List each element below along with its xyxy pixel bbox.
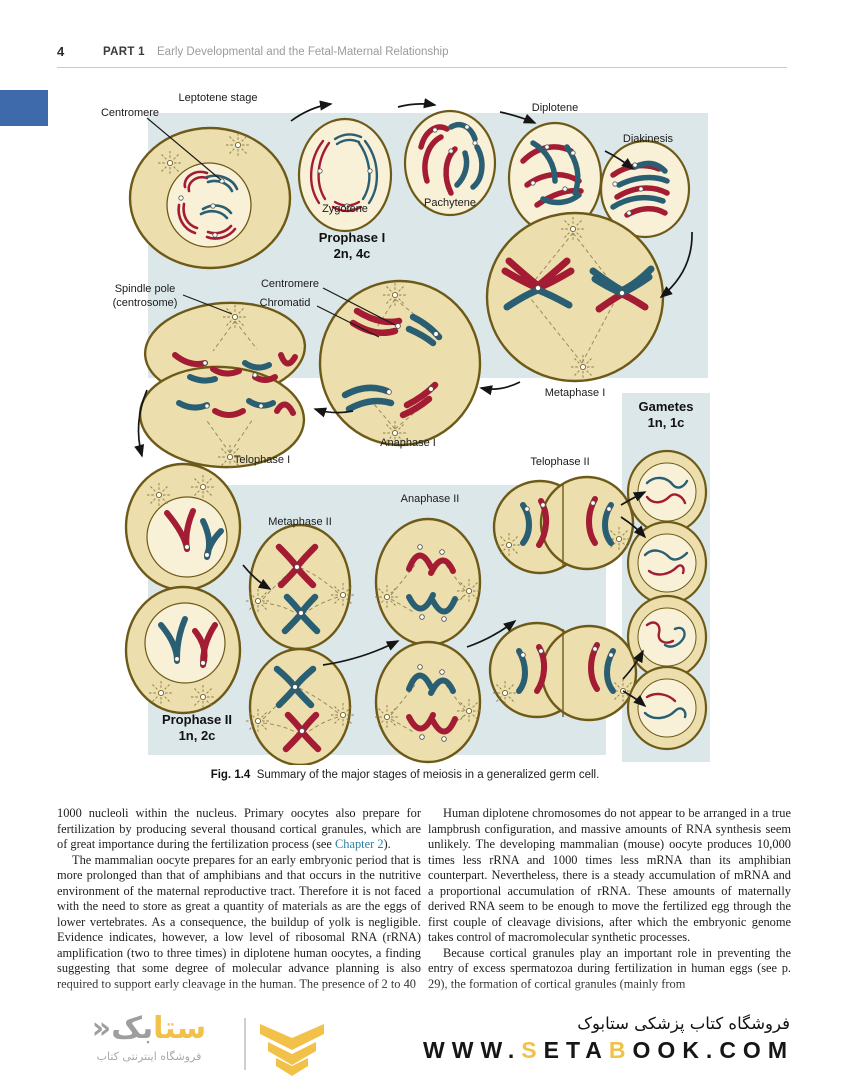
label-pachytene: Pachytene: [424, 197, 476, 209]
cell-pachytene: [403, 109, 497, 217]
chapter-2-crossref-link[interactable]: Chapter 2: [335, 837, 384, 851]
label-prophase-1: Prophase I: [319, 230, 385, 245]
label-prophase-2-ploidy: 1n, 2c: [179, 728, 216, 743]
stage-flow-arrows: [134, 98, 693, 708]
page-number: 4: [57, 44, 65, 59]
label-zygotene: Zygotene: [322, 203, 368, 215]
label-spindle-pole: Spindle pole: [115, 283, 176, 295]
label-prophase-1-ploidy: 2n, 4c: [334, 246, 371, 261]
setabook-chevron-icon: [260, 1024, 324, 1076]
url-accent-b: B: [608, 1037, 633, 1063]
label-centromere-mid: Centromere: [261, 278, 319, 290]
url-part: WWW.: [423, 1037, 522, 1063]
setabook-wordmark: ستابک«: [60, 1012, 238, 1046]
label-prophase-2: Prophase II: [162, 712, 232, 727]
part-label: PART 1: [103, 46, 145, 58]
paragraph-text: 1000 nucleoli within the nucleus. Primar…: [57, 806, 421, 851]
cell-metaphase-1: [485, 211, 665, 383]
figure-caption: Fig. 1.4 Summary of the major stages of …: [95, 769, 715, 781]
label-anaphase-2: Anaphase II: [401, 493, 460, 505]
logo-divider: [244, 1018, 246, 1070]
cell-prophase-2b: [124, 585, 242, 715]
url-part: OOK.COM: [632, 1037, 794, 1063]
gamete-cells: [626, 449, 708, 751]
text-fade-overlay: [0, 982, 844, 1010]
cell-anaphase-2b: [374, 640, 482, 764]
label-centromere-top: Centromere: [101, 107, 159, 119]
figure-caption-text: Summary of the major stages of meiosis i…: [256, 769, 600, 781]
figure-caption-label: Fig. 1.4: [210, 769, 251, 781]
header-rule: [57, 67, 787, 68]
label-diakinesis: Diakinesis: [623, 133, 674, 145]
paragraph: Human diplotene chromosomes do not appea…: [428, 806, 791, 944]
footer-watermark-band: ستابک« فروشگاه اینترنتی کتاب فروشگاه کتا…: [0, 1010, 844, 1080]
label-chromatid: Chromatid: [260, 297, 311, 309]
cell-telophase-2b: [488, 621, 638, 722]
body-column-left: 1000 nucleoli within the nucleus. Primar…: [57, 806, 421, 1008]
cell-diplotene: [507, 121, 603, 235]
wordmark-yellow-part: ستا: [153, 1011, 207, 1046]
wordmark-guillemet: «: [91, 1011, 112, 1046]
cell-telophase-1: [138, 294, 307, 470]
label-gametes-ploidy: 1n, 1c: [648, 415, 685, 430]
label-telophase-2: Telophase II: [530, 456, 589, 468]
cell-prophase-2a: [124, 462, 242, 592]
figure-meiosis-diagram: Leptotene stage Centromere Zygotene Pach…: [101, 92, 710, 765]
store-title: فروشگاه کتاب پزشکی ستابوک: [577, 1014, 790, 1033]
cell-zygotene: [297, 117, 393, 233]
url-accent-s: S: [521, 1037, 544, 1063]
cell-metaphase-2b: [245, 647, 356, 765]
label-anaphase-1: Anaphase I: [380, 437, 436, 449]
cell-metaphase-2a: [245, 523, 356, 651]
paragraph-text: ).: [383, 837, 391, 851]
cell-anaphase-2a: [374, 517, 482, 647]
body-column-right: Human diplotene chromosomes do not appea…: [428, 806, 791, 1008]
paragraph: The mammalian oocyte prepares for an ear…: [57, 852, 421, 991]
label-leptotene: Leptotene stage: [179, 92, 258, 104]
label-diplotene: Diplotene: [532, 102, 578, 114]
cell-leptotene: [128, 117, 292, 270]
label-spindle-pole-2: (centrosome): [113, 297, 178, 309]
label-telophase-1: Telophase I: [234, 454, 290, 466]
label-metaphase-1: Metaphase I: [545, 387, 606, 399]
label-metaphase-2: Metaphase II: [268, 516, 332, 528]
cell-anaphase-1: [316, 279, 482, 447]
paragraph: 1000 nucleoli within the nucleus. Primar…: [57, 806, 421, 853]
website-url: WWW.SETABOOK.COM: [423, 1037, 794, 1064]
running-head-title: Early Developmental and the Fetal-Matern…: [157, 46, 449, 58]
logo-subtitle: فروشگاه اینترنتی کتاب: [96, 1050, 202, 1063]
wordmark-gray-part: بک: [111, 1011, 154, 1046]
cell-telophase-2a: [492, 475, 635, 575]
chapter-edge-tab: [0, 90, 48, 126]
label-gametes: Gametes: [639, 399, 694, 414]
url-part: ETA: [543, 1037, 609, 1063]
